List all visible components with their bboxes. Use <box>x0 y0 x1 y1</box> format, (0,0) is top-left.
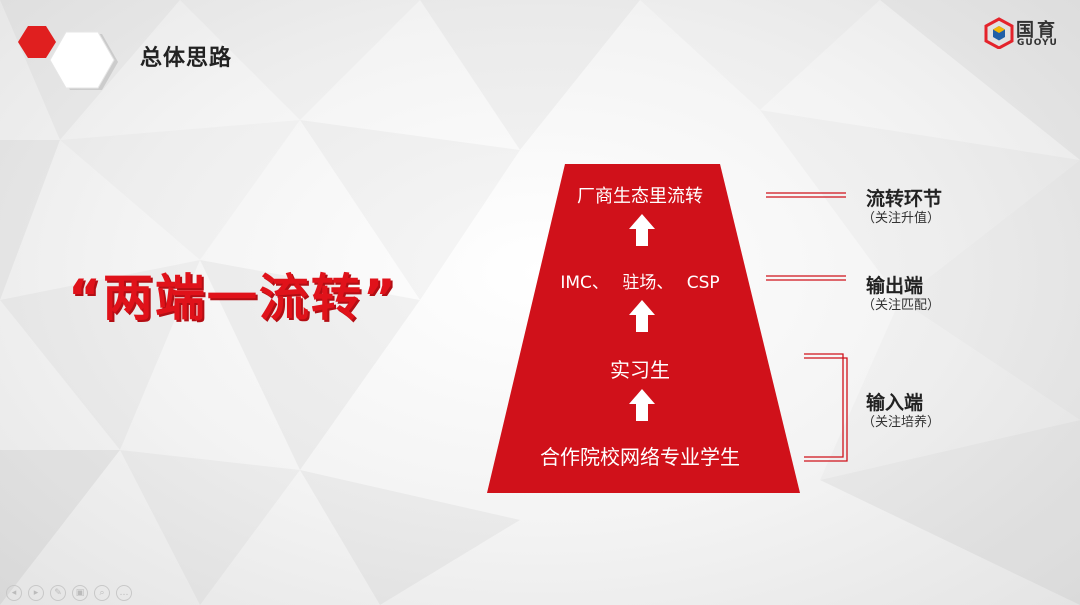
red-hexagon <box>18 26 56 58</box>
level-students: 合作院校网络专业学生 <box>540 445 740 469</box>
prev-icon[interactable]: ◂ <box>6 585 22 601</box>
more-icon[interactable]: … <box>116 585 132 601</box>
white-hexagon <box>49 31 115 89</box>
up-arrow-icon <box>629 300 655 332</box>
copy-icon[interactable]: ▣ <box>72 585 88 601</box>
annotation-title: 流转环节 <box>866 188 943 210</box>
logo-text: 国育 <box>1016 20 1058 41</box>
next-icon[interactable]: ▸ <box>28 585 44 601</box>
guoyu-logo-icon <box>984 17 1014 49</box>
slogan: “两端一流转” <box>68 269 398 327</box>
page-title: 总体思路 <box>140 46 233 71</box>
annotation-sub: （关注培养） <box>862 415 941 430</box>
presentation-toolbar: ◂ ▸ ✎ ▣ ⌕ … <box>6 585 132 601</box>
zoom-icon[interactable]: ⌕ <box>94 585 110 601</box>
bracket <box>804 353 848 462</box>
annotation-sub: （关注升值） <box>862 211 941 226</box>
annotation-sub: （关注匹配） <box>862 298 941 313</box>
annotation-title: 输出端 <box>866 275 924 297</box>
logo-subtext: GUOYU <box>1017 38 1058 48</box>
level-imc: IMC、 驻场、 CSP <box>560 273 720 293</box>
level-intern: 实习生 <box>610 358 670 382</box>
level-ecosystem: 厂商生态里流转 <box>577 186 703 207</box>
up-arrow-icon <box>629 214 655 246</box>
annotation-title: 输入端 <box>866 392 924 414</box>
pen-icon[interactable]: ✎ <box>50 585 66 601</box>
header-hexagons <box>18 26 118 90</box>
up-arrow-icon <box>629 389 655 421</box>
